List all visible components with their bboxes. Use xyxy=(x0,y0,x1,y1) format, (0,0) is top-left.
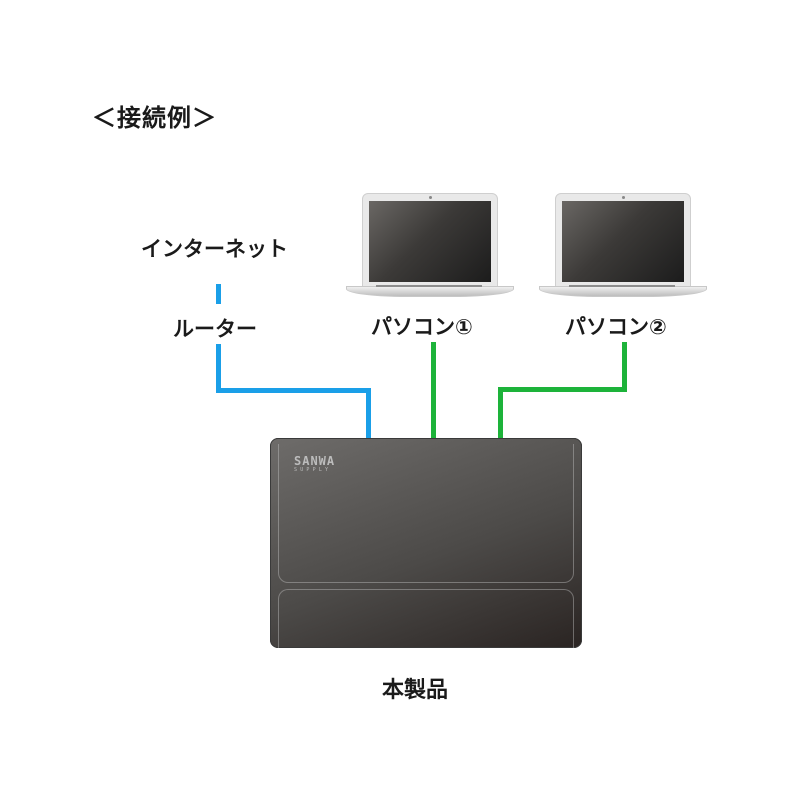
product-label: 本製品 xyxy=(382,678,449,703)
pc1-product-line xyxy=(431,342,436,438)
product-device-icon: SANWA SUPPLY xyxy=(270,438,582,648)
laptop-pc1-icon xyxy=(346,193,516,303)
brand-logo: SANWA SUPPLY xyxy=(294,454,336,473)
laptop-pc2-icon xyxy=(539,193,709,303)
internet-label: インターネット xyxy=(141,237,288,261)
internet-router-line xyxy=(216,284,221,304)
diagram-title: ＜接続例＞ xyxy=(92,104,217,132)
pc1-label: パソコン① xyxy=(371,315,473,339)
router-label: ルーター xyxy=(173,317,257,341)
pc2-label: パソコン② xyxy=(565,315,667,339)
